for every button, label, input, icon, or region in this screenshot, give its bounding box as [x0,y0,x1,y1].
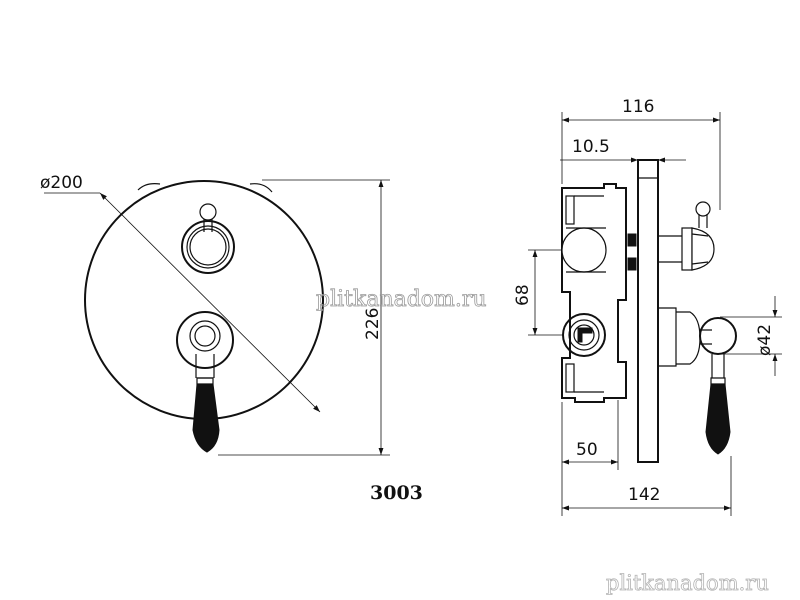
dimension-plate-thickness: 10.5 [560,137,686,163]
total-depth-label: 142 [628,485,660,505]
side-view: 116 10.5 68 ø42 50 [513,97,782,516]
overall-height-label: 226 [363,308,383,340]
mounting-tab-left [137,183,161,191]
front-depth-label: 116 [622,97,654,117]
lever-handle-side [658,307,737,455]
plate-thickness-label: 10.5 [572,137,610,157]
diverter-knob [181,203,235,274]
dimension-handle-diameter: ø42 [720,296,782,376]
cover-plate [84,180,324,420]
front-view: ø200 226 3003 [40,173,423,504]
dimension-cover-diameter: ø200 [40,173,321,413]
model-number: 3003 [370,482,423,504]
lever-handle [176,311,234,453]
dimension-overall-height: 226 [218,179,390,456]
outlet-spacing-label: 68 [513,284,533,306]
mounting-tab-right [249,183,273,193]
watermark-corner: plitkanadom.ru [606,571,769,595]
diverter-knob-side [658,201,715,271]
dimension-body-depth: 50 [561,400,619,470]
cover-diameter-label: ø200 [40,173,83,193]
valve-body [561,183,637,403]
handle-diameter-label: ø42 [755,324,775,356]
watermark-center: plitkanadom.ru [316,287,487,312]
dimension-front-depth: 116 [561,97,721,210]
body-depth-label: 50 [576,440,598,460]
dimension-outlet-spacing: 68 [513,249,562,336]
plate-edge [637,159,659,463]
dimension-total-depth: 142 [561,456,732,516]
